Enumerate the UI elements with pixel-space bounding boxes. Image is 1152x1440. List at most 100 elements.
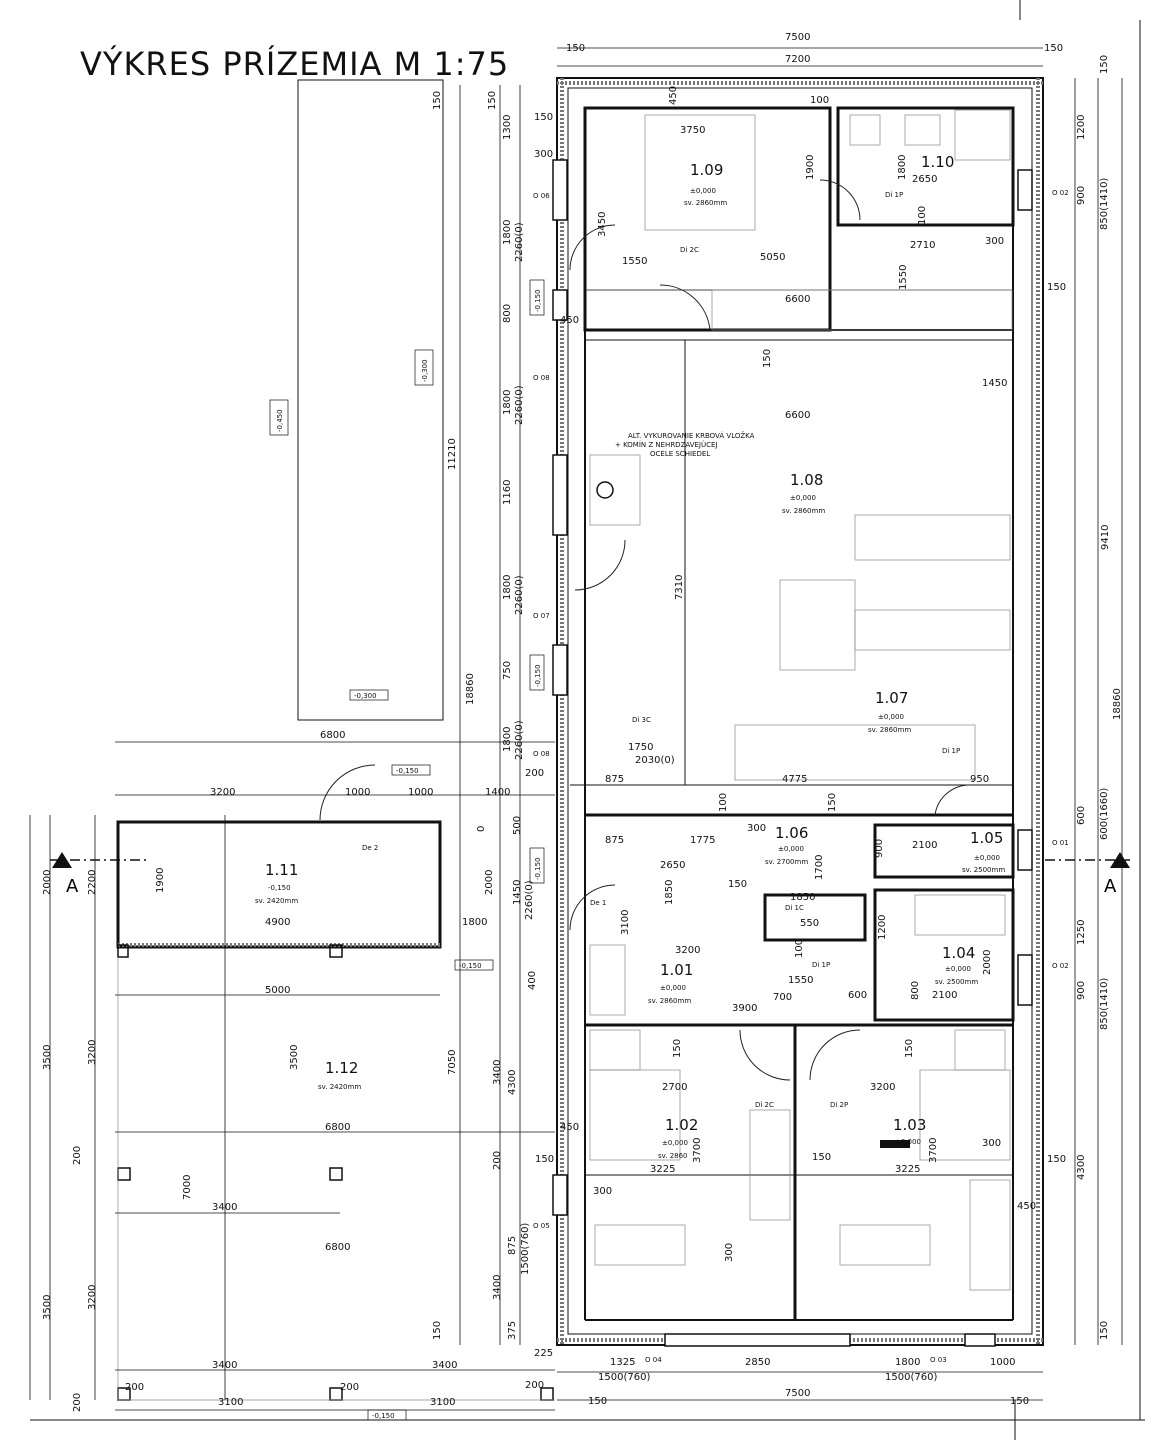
room-1-03-level: ±0,000 (895, 1138, 921, 1146)
dim-450a: 450 (668, 86, 679, 105)
fireplace (589, 454, 641, 526)
level-tag-4: -0,150 (534, 289, 542, 312)
dim-e-1800: 1800 (462, 917, 487, 928)
dim-450b: 450 (560, 315, 579, 326)
room-1-05-height: sv. 2500mm (962, 866, 1005, 874)
dim-l-1800d: 1800 (502, 727, 513, 752)
dim-300a: 300 (534, 149, 553, 160)
house-outer-wall (556, 77, 1044, 1346)
dim-950: 950 (970, 774, 989, 785)
dim-150f: 150 (672, 1039, 683, 1058)
dim-l-2260c: 2260(0) (514, 575, 525, 615)
dim-e-1900: 1900 (155, 868, 166, 893)
dim-e-225: 225 (534, 1348, 553, 1359)
room-1-11-height: sv. 2420mm (255, 897, 298, 905)
window-tag-1: O 06 (533, 192, 550, 200)
room-1-07-height: sv. 2860mm (868, 726, 911, 734)
bed-1-02-pillow (589, 1029, 641, 1071)
dim-150h: 150 (535, 1154, 554, 1165)
dim-l-1450: 1450 (512, 880, 523, 905)
room-1-08-height: sv. 2860mm (782, 507, 825, 515)
post-3 (117, 1167, 131, 1181)
dim-l-2260e: 2260(0) (524, 880, 535, 920)
dim-2030: 2030(0) (635, 755, 675, 766)
window-o05 (552, 1174, 568, 1216)
window-tag-9: O 01 (1052, 839, 1069, 847)
dim-300f: 300 (724, 1243, 735, 1262)
level-tag-5-box (529, 654, 545, 691)
dim-450d: 450 (1017, 1201, 1036, 1212)
window-o08-top (552, 289, 568, 321)
dim-l-375: 375 (507, 1321, 518, 1340)
bed-1-02 (589, 1069, 681, 1161)
sofa (854, 514, 1011, 561)
kitchen-counter (734, 724, 976, 781)
section-arrow-left (52, 852, 72, 868)
dim-100b: 100 (917, 206, 928, 225)
dim-r-900a: 900 (1076, 186, 1087, 205)
room-1-02-level: ±0,000 (662, 1139, 688, 1147)
dim-3100: 3100 (620, 910, 631, 935)
dim-1775: 1775 (690, 835, 715, 846)
dim-1450: 1450 (982, 378, 1007, 389)
dim-l-150a: 150 (432, 91, 443, 110)
level-tag-1-box (269, 399, 289, 436)
room-1-06-id: 1.06 (775, 824, 808, 842)
dim-r-18860: 18860 (1112, 688, 1123, 720)
door-swing-7 (739, 1029, 791, 1081)
dim-e-1400: 1400 (485, 787, 510, 798)
window-tag-10: O 02 (1052, 962, 1069, 970)
dim-e-4900: 4900 (265, 917, 290, 928)
door-tag-3: Di 3C (632, 716, 651, 724)
dim-3700b: 3700 (928, 1138, 939, 1163)
dim-r-4300: 4300 (1076, 1155, 1087, 1180)
dim-150a: 150 (534, 112, 553, 123)
dim-1200: 1200 (877, 915, 888, 940)
dim-bot-1500b: 1500(760) (885, 1372, 937, 1383)
dim-v-3200b: 3200 (87, 1285, 98, 1310)
dim-top-inner: 7200 (785, 54, 810, 65)
dim-r-850b: 850(1410) (1099, 978, 1110, 1030)
level-tag-2-box (414, 349, 434, 386)
dim-r-1200: 1200 (1076, 115, 1087, 140)
window-o04 (664, 1333, 851, 1347)
level-tag-9: -0,150 (372, 1412, 395, 1420)
bathtub (914, 894, 1006, 936)
dim-1850b: 1850 (790, 892, 815, 903)
dim-l-500: 500 (512, 816, 523, 835)
dim-100a: 100 (810, 95, 829, 106)
dim-450c: 450 (560, 1122, 579, 1133)
room-1-08-level: ±0,000 (790, 494, 816, 502)
dim-3900: 3900 (732, 1003, 757, 1014)
dim-l-2000: 2000 (484, 870, 495, 895)
dim-v-7000: 7000 (182, 1175, 193, 1200)
dim-3750: 3750 (680, 125, 705, 136)
dim-v-2200: 2200 (87, 870, 98, 895)
dim-r-150t: 150 (1099, 55, 1110, 74)
room-labels: 1.09 ±0,000 sv. 2860mm 1.10 1.08 ±0,000 … (255, 153, 1005, 1160)
dim-r-900b: 900 (1076, 981, 1087, 1000)
window-tag-6: O 04 (645, 1356, 662, 1364)
dim-6600a: 6600 (785, 294, 810, 305)
level-tag-6-box (391, 764, 431, 776)
dim-l-2260d: 2260(0) (514, 720, 525, 760)
dim-100c: 100 (718, 793, 729, 812)
dim-r-150b: 150 (1099, 1321, 1110, 1340)
door-tag-8: Di 2P (830, 1101, 848, 1109)
room-1-07-id: 1.07 (875, 689, 908, 707)
dim-150d: 150 (827, 793, 838, 812)
wardrobe-1-03 (969, 1179, 1011, 1291)
dim-100d: 100 (794, 939, 805, 958)
dim-r-600: 600 (1076, 806, 1087, 825)
dim-875a: 875 (605, 774, 624, 785)
level-tag-6: -0,150 (396, 767, 419, 775)
dim-3200a: 3200 (675, 945, 700, 956)
dim-800: 800 (910, 981, 921, 1000)
wardrobe-1-01 (589, 944, 626, 1016)
dimension-texts: 7500 7200 150 150 7500 1325 2850 1800 10… (42, 32, 1123, 1412)
bed-1-03-pillow (954, 1029, 1006, 1071)
door-swing-8 (809, 1029, 861, 1081)
door-tag-10: De 2 (362, 844, 378, 852)
dim-e-6800b: 6800 (325, 1122, 350, 1133)
dim-l-7050: 7050 (447, 1050, 458, 1075)
